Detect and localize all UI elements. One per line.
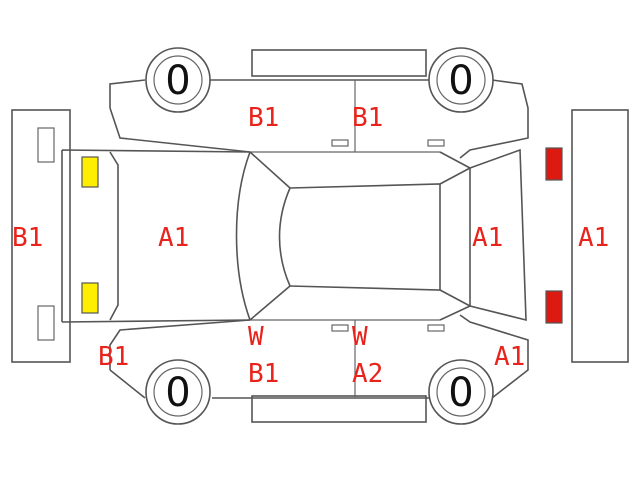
front-panel [11, 109, 71, 363]
tire-icon: 0 [145, 359, 211, 425]
code-roof-left-rear: A2 [352, 359, 383, 389]
code-left-front-door: B1 [248, 103, 279, 133]
bottom-bar [251, 395, 427, 423]
tire-icon: 0 [428, 359, 494, 425]
code-left-panel: B1 [12, 223, 43, 253]
tire-tread-rear-left: 0 [448, 370, 473, 416]
code-roof-left-rear-glass: W [352, 322, 368, 352]
tire-tread-front-left: 0 [165, 370, 190, 416]
code-rear-right-corner: A1 [494, 342, 525, 372]
front-lamp-icon [81, 282, 99, 314]
code-left-rear-door: B1 [352, 103, 383, 133]
top-bar [251, 49, 427, 77]
rear-lamp-icon [545, 147, 563, 181]
rear-panel [571, 109, 629, 363]
code-roof-left-front-glass: W [248, 322, 264, 352]
tire-tread-rear-right: 0 [448, 58, 473, 104]
code-roof-left-front: B1 [248, 359, 279, 389]
rear-lamp-icon [545, 290, 563, 324]
code-rear-glass-area: A1 [472, 223, 503, 253]
front-lamp-icon [81, 156, 99, 188]
code-front-left-corner: B1 [98, 342, 129, 372]
code-rear-panel: A1 [578, 223, 609, 253]
car-body [61, 79, 529, 399]
code-hood: A1 [158, 223, 189, 253]
tire-icon: 0 [428, 47, 494, 113]
tire-tread-front-right: 0 [165, 58, 190, 104]
tire-icon: 0 [145, 47, 211, 113]
